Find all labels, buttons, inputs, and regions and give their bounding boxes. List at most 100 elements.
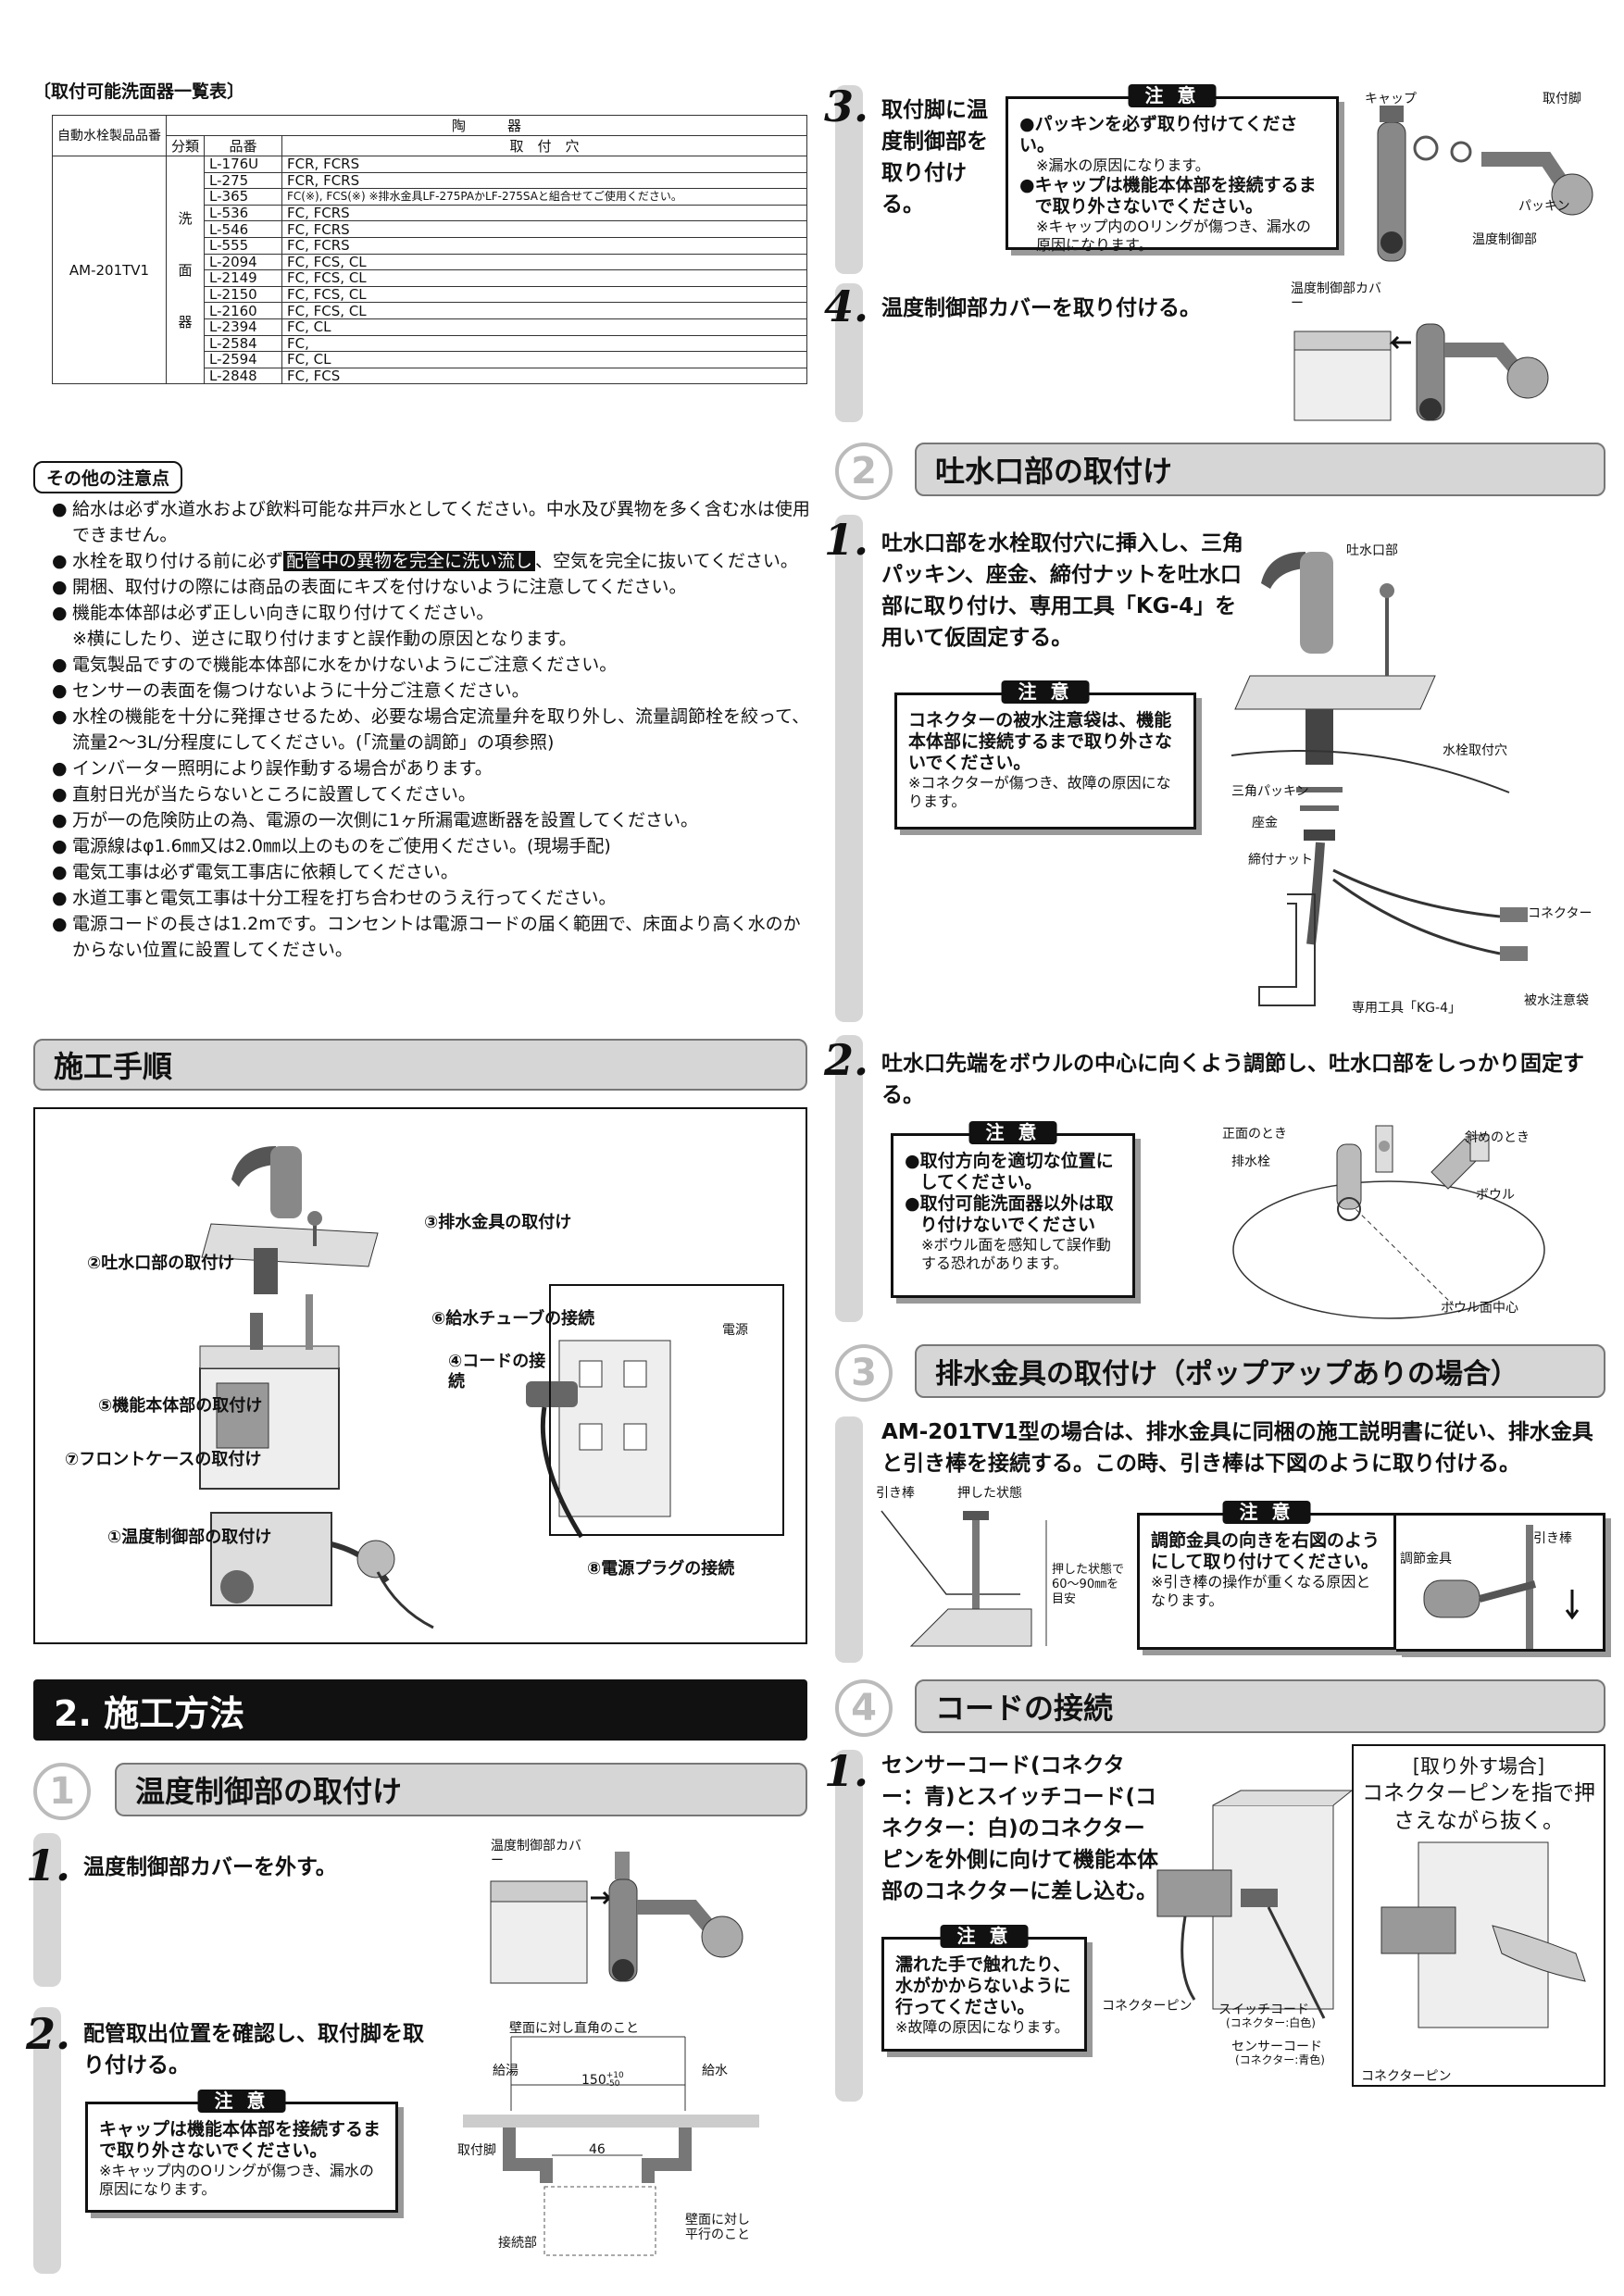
note-item: 水道工事と電気工事は十分工程を打ち合わせのうえ行ってください。 — [52, 885, 811, 911]
label-spout: ②吐水口部の取付け — [87, 1254, 235, 1273]
fig-parallel: 壁面に対し平行のこと — [685, 2213, 750, 2242]
step-strip — [33, 1833, 61, 1987]
note-item: 直射日光が当たらないところに設置してください。 — [52, 781, 811, 807]
sec2-step1-caution: 注 意 コネクターの被水注意袋は、機能本体部に接続するまで取り外さないでください… — [894, 680, 1196, 830]
sec2-step2-text: 吐水口先端をボウルの中心に向くよう調節し、吐水口部をしっかり固定する。 — [881, 1052, 1584, 1107]
step-strip — [835, 1416, 863, 1663]
caution-item-1: 取付方向を適切な位置にしてください。 — [919, 1151, 1114, 1192]
label-cord: ④コードの接続 — [448, 1352, 546, 1391]
part-cell: L-365 — [204, 188, 283, 206]
hole-cell: FC, FCS, CL — [281, 285, 807, 304]
caution-label: 注 意 — [968, 1121, 1057, 1144]
hole-cell: FC, FCRS — [281, 236, 807, 255]
sec1-step3-caution: 注 意 ●パッキンを必ず取り付けてください。 ※漏水の原因になります。 ●キャッ… — [1006, 84, 1339, 254]
fig-front: 正面のとき — [1222, 1127, 1287, 1142]
step-strip — [835, 1035, 863, 1322]
fig-joint: 接続部 — [498, 2236, 537, 2251]
fig-tol-minus: -50 — [606, 2079, 620, 2089]
note-item: 電源線はφ1.6㎜又は2.0㎜以上のものをご使用ください。(現場手配) — [52, 833, 811, 859]
caution-note-1: ※漏水の原因になります。 — [1036, 156, 1210, 174]
caution-item: ●キャップは機能本体部を接続するまで取り外さないでください。 — [1019, 175, 1325, 218]
fig-dim2: 46 — [589, 2142, 606, 2157]
section3-text: AM-201TV1型の場合は、排水金具に同梱の施工説明書に従い、排水金具と引き棒… — [881, 1420, 1593, 1476]
note-item: 電気製品ですので機能本体部に水をかけないようにご注意ください。 — [52, 652, 811, 678]
note-item: ※横にしたり、逆さに取り付けますと誤作動の原因となります。 — [72, 629, 577, 649]
header-hole: 取 付 穴 — [281, 135, 807, 156]
caution-note-2: ※キャップ内のOリングが傷つき、漏水の原因になります。 — [1036, 218, 1311, 254]
note-item: 万が一の危険防止の為、電源の一次側に1ヶ所漏電遮断器を設置してください。 — [52, 807, 811, 833]
sec2-step1-number: 1. — [824, 515, 869, 565]
caution-text: キャップは機能本体部を接続するまで取り外さないでください。 — [99, 2119, 381, 2161]
fig-spout: 吐水口部 — [1346, 543, 1398, 558]
label-body: ⑤機能本体部の取付け — [98, 1396, 263, 1416]
hole-cell: FC, CL — [281, 351, 807, 368]
caution-note-2: ※ボウル面を感知して誤作動する恐れがあります。 — [921, 1236, 1111, 1272]
procedure-illustration — [199, 1146, 784, 1629]
sec1-step4-fig-label: 温度制御部カバー — [1291, 281, 1381, 311]
fig-rod: 引き棒 — [876, 1486, 915, 1501]
fig-temp: 温度制御部 — [1472, 232, 1537, 247]
sec4-remove-box: [取り外す場合] コネクターピンを指で押さえながら抜く。 コネクターピン — [1352, 1744, 1605, 2087]
header-part: 品番 — [204, 135, 283, 156]
section1-header: 温度制御部の取付け — [115, 1763, 807, 1816]
section3-header: 排水金具の取付け（ポップアップありの場合） — [915, 1344, 1605, 1398]
note-text: 水栓を取り付ける前に必ず — [72, 551, 284, 571]
fig-packing: パッキン — [1518, 199, 1570, 214]
fig-cap: キャップ — [1365, 92, 1417, 106]
part-cell: L-2094 — [204, 253, 283, 271]
category-cell: 洗面器 — [165, 155, 206, 385]
sec1-step1-fig-label: 温度制御部カバー — [491, 1839, 581, 1868]
note-item: 水栓を取り付ける前に必ず配管中の異物を完全に洗い流し、空気を完全に抜いてください… — [52, 548, 811, 574]
caution-text: コネクターの被水注意袋は、機能本体部に接続するまで取り外さないでください。 — [908, 710, 1173, 773]
caution-item-1: パッキンを必ず取り付けてください。 — [1019, 114, 1298, 156]
note-item: 水栓の機能を十分に発揮させるため、必要な場合定流量弁を取り外し、流量調節栓を絞っ… — [52, 704, 811, 755]
caution-note: ※コネクターが傷つき、故障の原因になります。 — [908, 774, 1171, 810]
section2-header: 吐水口部の取付け — [915, 443, 1605, 496]
fig-pin: コネクターピン — [1102, 1999, 1193, 2014]
sec1-step2-text: 配管取出位置を確認し、取付脚を取り付ける。 — [83, 2022, 424, 2078]
part-cell: L-2594 — [204, 351, 283, 368]
remove-title: [取り外す場合] — [1412, 1755, 1545, 1778]
caution-note: ※キャップ内のOリングが傷つき、漏水の原因になります。 — [99, 2162, 374, 2198]
label-power: 電源 — [722, 1323, 748, 1338]
caution-item: ●パッキンを必ず取り付けてください。 — [1019, 114, 1298, 156]
fig-nut: 締付ナット — [1248, 853, 1313, 867]
caution-label: 注 意 — [1222, 1501, 1311, 1524]
procedure-title: 施工手順 — [54, 1049, 173, 1084]
sec1-step1-text: 温度制御部カバーを外す。 — [83, 1855, 337, 1879]
fig-switch-sub: (コネクター:白色) — [1226, 2016, 1316, 2029]
hole-cell: FC, FCRS — [281, 204, 807, 222]
section3-number: 3 — [835, 1344, 893, 1402]
note-item: 電気工事は必ず電気工事店に依頼してください。 — [52, 859, 811, 885]
note-text: 、空気を完全に抜いてください。 — [535, 551, 798, 571]
part-cell: L-176U — [204, 156, 283, 173]
sec2-step2-caution: 注 意 ●取付方向を適切な位置にしてください。 ●取付可能洗面器以外は取り付けな… — [891, 1121, 1135, 1298]
header-ceramic: 陶 器 — [166, 115, 807, 136]
part-cell: L-536 — [204, 204, 283, 222]
hole-cell: FC, FCS — [281, 367, 807, 385]
caution-item-2: キャップは機能本体部を接続するまで取り外さないでください。 — [1034, 175, 1317, 217]
section2-number: 2 — [835, 443, 893, 500]
notes-title: その他の注意点 — [33, 461, 183, 493]
step-strip — [835, 283, 863, 422]
fig-sensor-sub: (コネクター:青色) — [1235, 2053, 1325, 2066]
fig-wall: 壁面に対し直角のこと — [509, 2021, 639, 2036]
sec2-step1-figure: 吐水口部 水栓取付穴 三角パッキン 座金 締付ナット コネクター 専用工具「KG… — [1230, 518, 1605, 1018]
fig-leg: 取付脚 — [457, 2143, 496, 2158]
label-plug: ⑧電源プラグの接続 — [587, 1559, 735, 1578]
part-cell: L-2584 — [204, 334, 283, 353]
fig-connector: コネクター — [1528, 906, 1593, 921]
caution-label: 注 意 — [1128, 84, 1217, 107]
fig-range: 押した状態で60～90㎜を目安 — [1052, 1563, 1125, 1606]
sec1-step1-number: 1. — [26, 1841, 71, 1890]
part-cell: L-2150 — [204, 285, 283, 304]
sec3-caution: 注 意 調節金具の向きを右図のようにして取り付けてください。 ※引き棒の操作が重… — [1137, 1501, 1396, 1650]
sec1-step4-text: 温度制御部カバーを取り付ける。 — [881, 296, 1201, 320]
fig-hot: 給湯 — [493, 2064, 518, 2078]
part-cell: L-2149 — [204, 269, 283, 287]
fig-sensor: センサーコード — [1231, 2040, 1322, 2054]
